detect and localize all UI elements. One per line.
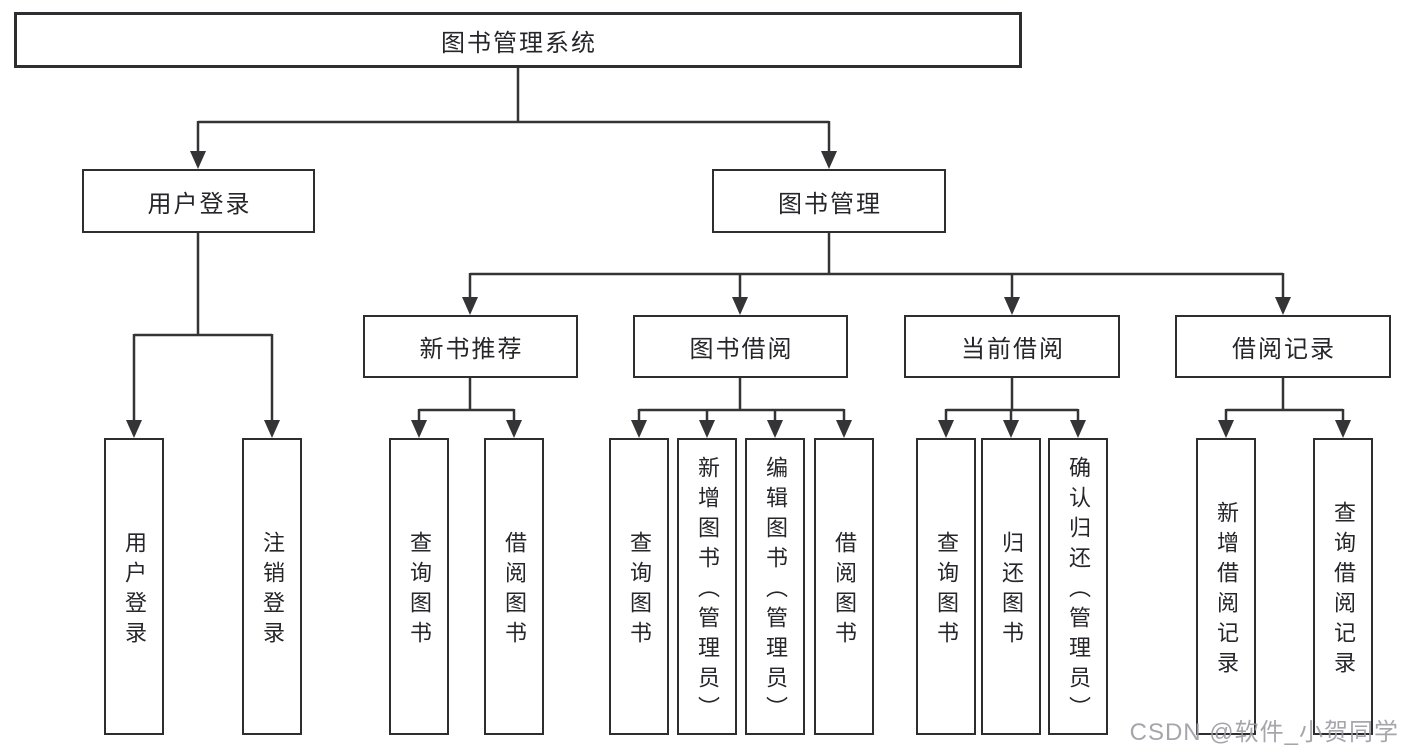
arrowhead-borrowing-records	[1275, 297, 1291, 315]
arrowhead-leaf-recommend-query	[411, 420, 427, 438]
arrowhead-leaf-borrowing-edit	[767, 420, 783, 438]
arrowhead-leaf-borrowing-add	[699, 420, 715, 438]
edge-current-borrowing-to-leaves	[944, 378, 1080, 421]
node-user-login-label: 用户登录	[147, 190, 252, 218]
edge-user-login-to-leaves	[132, 233, 274, 421]
node-root-label: 图书管理系统	[441, 29, 597, 57]
leaf-borrowing-query-books: 查询图书	[609, 438, 669, 735]
arrowhead-book-management	[821, 151, 837, 169]
arrowhead-leaf-current-query	[938, 420, 954, 438]
node-current-borrowing: 当前借阅	[904, 315, 1120, 378]
leaf-borrowing-edit-books-label: 编辑图书（管理员）	[763, 455, 788, 726]
node-book-borrowing: 图书借阅	[633, 315, 848, 378]
leaf-current-confirm-return-label: 确认归还（管理员）	[1066, 455, 1091, 726]
node-book-management-label: 图书管理	[778, 190, 882, 218]
arrowhead-leaf-records-query	[1335, 420, 1351, 438]
edge-borrowing-records-to-leaves	[1224, 378, 1345, 421]
leaf-recommend-query-books: 查询图书	[389, 438, 449, 735]
arrowhead-leaf-borrowing-borrow	[836, 420, 852, 438]
leaf-records-query-record-label: 查询借阅记录	[1331, 500, 1356, 681]
leaf-borrowing-add-books-label: 新增图书（管理员）	[695, 455, 720, 726]
node-book-management: 图书管理	[712, 169, 946, 233]
node-book-borrowing-label: 图书借阅	[689, 336, 794, 363]
arrowheads-group	[126, 151, 1351, 438]
leaf-current-return-books-label: 归还图书	[999, 530, 1024, 651]
leaf-current-confirm-return: 确认归还（管理员）	[1048, 438, 1108, 735]
leaf-current-return-books: 归还图书	[981, 438, 1041, 735]
edge-book-borrowing-to-leaves	[637, 378, 846, 421]
node-borrowing-records-label: 借阅记录	[1232, 336, 1336, 363]
leaf-recommend-borrow-books-label: 借阅图书	[502, 530, 527, 651]
leaf-logout-label: 注销登录	[260, 530, 285, 651]
leaf-recommend-borrow-books: 借阅图书	[484, 438, 544, 735]
edge-new-book-recommend-to-leaves	[417, 378, 516, 421]
leaf-records-add-record: 新增借阅记录	[1196, 438, 1256, 735]
watermark: CSDN @软件_小贺同学	[1129, 719, 1399, 746]
leaf-current-query-books: 查询图书	[916, 438, 976, 735]
arrowhead-user-login	[190, 151, 206, 169]
arrowhead-leaf-user-login	[126, 420, 142, 438]
arrowhead-leaf-records-add	[1218, 420, 1234, 438]
leaf-records-add-record-label: 新增借阅记录	[1214, 500, 1239, 681]
arrowhead-book-borrowing	[732, 297, 748, 315]
leaf-borrowing-edit-books: 编辑图书（管理员）	[745, 438, 805, 735]
connector-lines-group	[132, 68, 1345, 421]
leaf-user-login: 用户登录	[104, 438, 164, 735]
arrowhead-leaf-borrowing-query	[631, 420, 647, 438]
edge-book-management-to-level3	[468, 233, 1285, 298]
arrowhead-leaf-current-confirm	[1070, 420, 1086, 438]
arrowhead-new-book-recommend	[462, 297, 478, 315]
node-root: 图书管理系统	[14, 12, 1022, 68]
node-new-book-recommend-label: 新书推荐	[419, 336, 524, 363]
arrowhead-current-borrowing	[1004, 297, 1020, 315]
node-borrowing-records: 借阅记录	[1175, 315, 1391, 378]
leaf-borrowing-add-books: 新增图书（管理员）	[677, 438, 737, 735]
leaf-borrowing-borrow-books-label: 借阅图书	[832, 530, 857, 651]
leaf-borrowing-borrow-books: 借阅图书	[814, 438, 874, 735]
arrowhead-leaf-logout	[264, 420, 280, 438]
edge-root-to-level2	[196, 68, 831, 152]
node-current-borrowing-label: 当前借阅	[961, 336, 1065, 363]
leaf-records-query-record: 查询借阅记录	[1313, 438, 1373, 735]
leaf-user-login-label: 用户登录	[122, 530, 147, 651]
node-user-login: 用户登录	[82, 169, 315, 233]
leaf-logout: 注销登录	[242, 438, 302, 735]
leaf-borrowing-query-books-label: 查询图书	[627, 530, 652, 651]
arrowhead-leaf-current-return	[1003, 420, 1019, 438]
node-new-book-recommend: 新书推荐	[363, 315, 578, 378]
arrowhead-leaf-recommend-borrow	[506, 420, 522, 438]
leaf-recommend-query-books-label: 查询图书	[407, 530, 432, 651]
leaf-current-query-books-label: 查询图书	[934, 530, 959, 651]
